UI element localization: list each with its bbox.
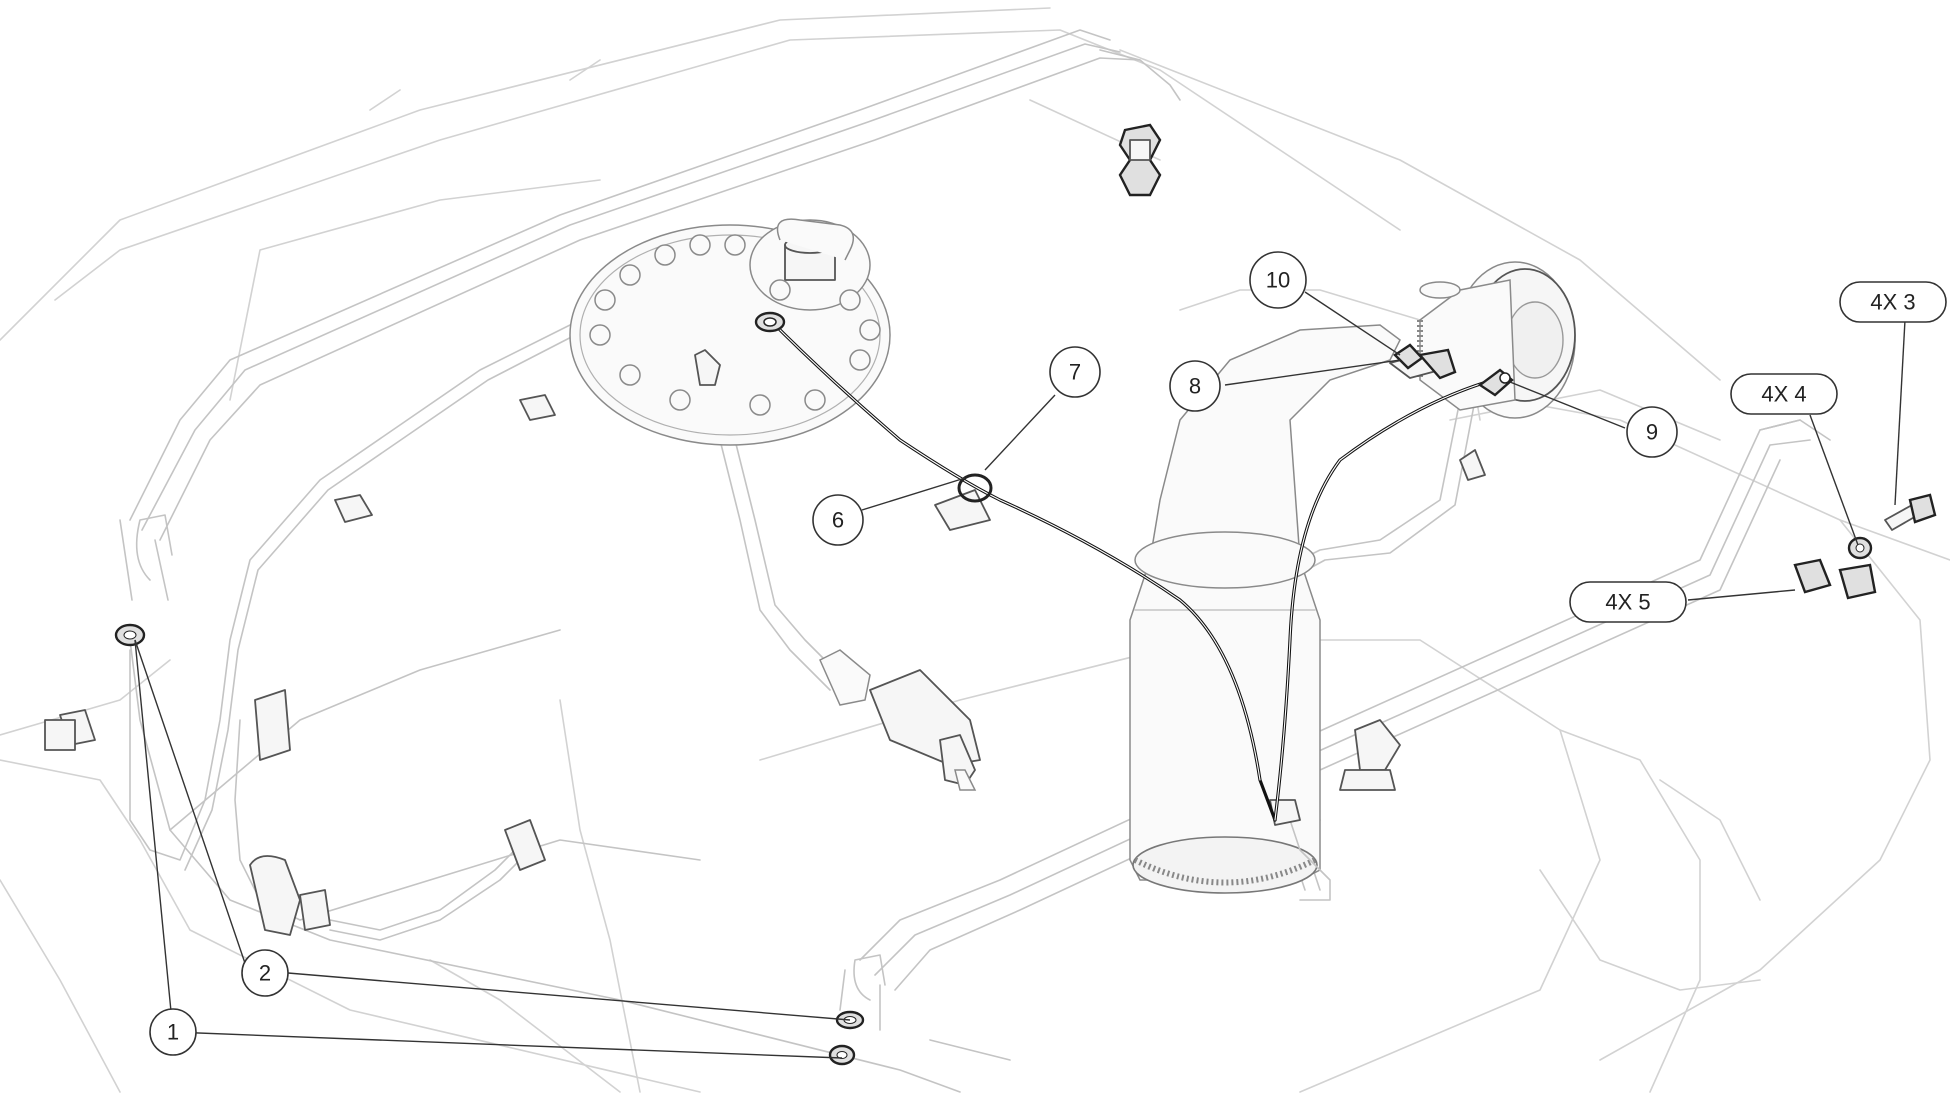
callout-4-label: 4X 4 — [1761, 382, 1806, 407]
sending-unit-flange — [569, 218, 891, 446]
nut-5 — [1793, 558, 1877, 600]
callout-6-label: 6 — [832, 508, 844, 533]
callout-3-label: 4X 3 — [1870, 290, 1915, 315]
ring-terminal-6 — [754, 311, 786, 333]
floating-sensor-part — [1118, 123, 1162, 197]
hose-barb-8 — [1389, 348, 1457, 380]
callout-4: 4X 4 — [1730, 373, 1838, 415]
terminal-9 — [1477, 368, 1514, 397]
bolt-3 — [1884, 493, 1937, 531]
line-clips — [44, 394, 1486, 936]
callout-1: 1 — [149, 1008, 197, 1056]
callout-2: 2 — [241, 949, 289, 997]
fuel-lines — [129, 294, 1476, 941]
leader-lines — [134, 291, 1906, 1059]
callout-3: 4X 3 — [1839, 281, 1947, 323]
tank-rim — [119, 29, 1831, 1031]
callout-5: 4X 5 — [1569, 581, 1687, 623]
callout-8: 8 — [1169, 360, 1221, 412]
ground-cable — [768, 318, 1502, 822]
callout-10: 10 — [1249, 251, 1307, 309]
callout-1-label: 1 — [167, 1020, 179, 1045]
grommet-1-left — [114, 623, 146, 647]
callout-10-label: 10 — [1266, 268, 1290, 293]
washer-4 — [1847, 536, 1873, 560]
callout-2-label: 2 — [259, 961, 271, 986]
callout-9: 9 — [1626, 406, 1678, 458]
callout-5-label: 4X 5 — [1605, 590, 1650, 615]
grommet-1-right — [828, 1044, 856, 1066]
filler-neck — [1129, 324, 1401, 901]
callout-6: 6 — [812, 494, 864, 546]
callout-7: 7 — [1049, 346, 1101, 398]
callout-7-label: 7 — [1069, 360, 1081, 385]
hose-clamp-10 — [1393, 343, 1424, 370]
fuel-cap-assembly — [1417, 261, 1576, 419]
fuel-filter — [819, 649, 981, 791]
callout-8-label: 8 — [1189, 374, 1201, 399]
callout-9-label: 9 — [1646, 420, 1658, 445]
cable-tie-7 — [957, 473, 993, 503]
